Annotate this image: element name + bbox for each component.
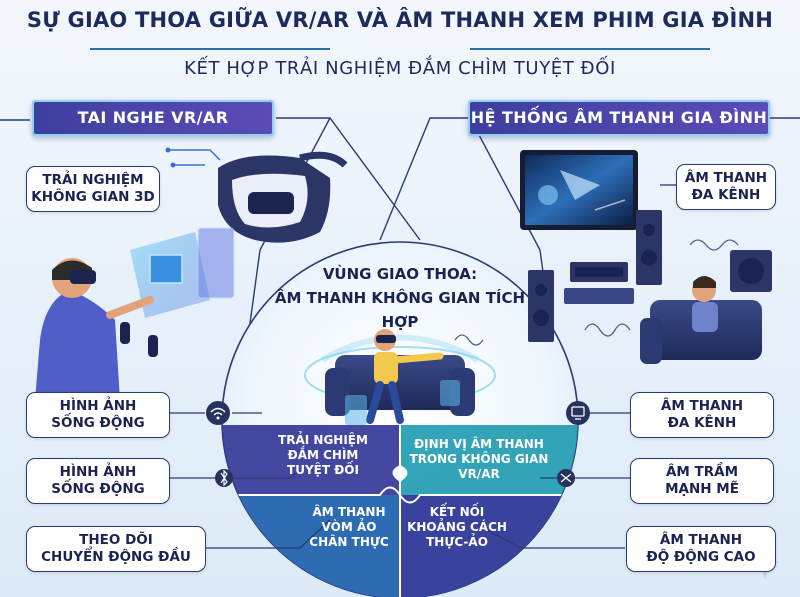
box-line: TRẢI NGHIỆM	[42, 172, 144, 188]
quad-line: ÂM THANH	[312, 505, 386, 519]
quad-line: KHOẢNG CÁCH	[407, 520, 507, 534]
quad-line: VÒM ẢO	[321, 520, 377, 534]
box-line: MẠNH MẼ	[665, 481, 739, 497]
box-line: HÌNH ẢNH	[59, 464, 137, 480]
speaker-icon	[528, 210, 662, 342]
screen-share-icon	[566, 401, 590, 425]
intersection-title: VÙNG GIAO THOA: ÂM THANH KHÔNG GIAN TÍCH…	[262, 262, 538, 334]
quad-line: CHÂN THỰC	[309, 535, 389, 549]
quadrant-spatial-audio: ĐỊNH VỊ ÂM THANH TRONG KHÔNG GIAN VR/AR	[404, 437, 554, 482]
quad-line: ĐỊNH VỊ ÂM THANH	[414, 437, 544, 451]
person-vr-icon	[304, 329, 496, 425]
person-vr-left-icon	[35, 227, 235, 400]
box-line: ÂM THANH	[684, 170, 768, 186]
box-line: HÌNH ẢNH	[59, 398, 137, 414]
page-title: SỰ GIAO THOA GIỮA VR/AR VÀ ÂM THANH XEM …	[26, 8, 774, 32]
intersection-title-line1: VÙNG GIAO THOA:	[322, 265, 478, 283]
quadrant-real-virtual-link: KẾT NỐI KHOẢNG CÁCH THỰC-ẢO	[404, 505, 510, 550]
shuffle-icon	[557, 469, 575, 487]
intersection-title-line2: ÂM THANH KHÔNG GIAN TÍCH HỢP	[274, 289, 526, 331]
quad-line: THỰC-ẢO	[426, 535, 488, 549]
wifi-icon	[206, 401, 230, 425]
tv-screen-icon	[520, 150, 638, 230]
box-line: THEO DÕI	[79, 532, 153, 548]
box-line: ÂM TRẦM	[665, 464, 739, 480]
right-panel-heading: HỆ THỐNG ÂM THANH GIA ĐÌNH	[468, 100, 770, 136]
box-line: SỐNG ĐỘNG	[51, 481, 145, 497]
box-line: ÂM THANH	[660, 398, 744, 414]
quad-line: ĐẮM CHÌM	[287, 448, 359, 462]
box-line: ĐA KÊNH	[667, 415, 737, 431]
left-box-connectors	[168, 412, 331, 549]
page-subtitle: KẾT HỢP TRẢI NGHIỆM ĐẮM CHÌM TUYỆT ĐỐI	[184, 58, 616, 79]
quad-line: KẾT NỐI	[429, 505, 485, 519]
left-panel-heading: TAI NGHE VR/AR	[32, 100, 274, 136]
quadrant-virtual-surround: ÂM THANH VÒM ẢO CHÂN THỰC	[300, 505, 398, 550]
quad-line: TUYỆT ĐỐI	[287, 463, 359, 477]
box-line: KHÔNG GIAN 3D	[31, 189, 155, 205]
quad-line: VR/AR	[458, 467, 500, 481]
box-line: CHUYỂN ĐỘNG ĐẦU	[41, 549, 191, 565]
vr-headset-icon	[165, 147, 348, 243]
box-line: ÂM THANH	[659, 532, 743, 548]
sound-waves	[454, 239, 739, 346]
person-sofa-icon	[640, 276, 762, 364]
quadrant-immersive: TRẢI NGHIỆM ĐẮM CHÌM TUYỆT ĐỐI	[258, 433, 388, 478]
subwoofer-icon	[730, 250, 772, 292]
quad-line: TRONG KHÔNG GIAN	[409, 452, 549, 466]
box-line: ĐỘ ĐỘNG CAO	[646, 549, 756, 565]
box-line: SỐNG ĐỘNG	[51, 415, 145, 431]
box-line: ĐA KÊNH	[691, 187, 761, 203]
bluetooth-icon	[215, 469, 233, 487]
quad-line: TRẢI NGHIỆM	[278, 433, 368, 447]
